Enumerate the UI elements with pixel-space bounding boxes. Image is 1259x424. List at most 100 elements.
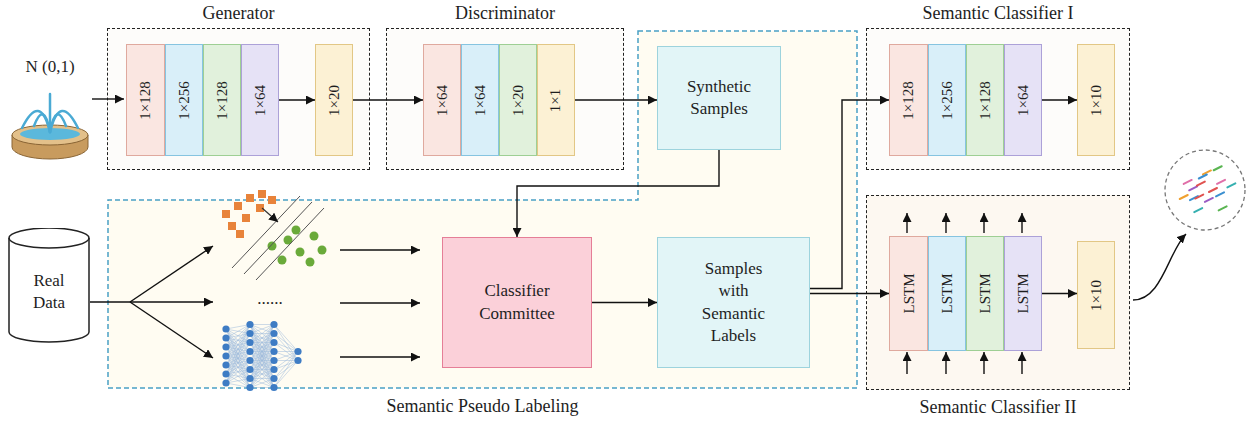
network-link — [250, 343, 274, 379]
network-link — [226, 343, 250, 348]
box-label: Samples with Semantic Labels — [689, 258, 779, 346]
network-unit — [246, 348, 253, 355]
network-link — [274, 352, 298, 379]
fountain-rim — [12, 125, 88, 145]
lstm-output-arrow — [1021, 213, 1022, 233]
network-link — [250, 378, 274, 379]
class-dot — [296, 248, 305, 257]
class-dot — [268, 242, 277, 251]
network-link — [226, 334, 250, 339]
flow-arrow — [517, 150, 719, 237]
layer-box: 1×10 — [1077, 241, 1115, 349]
network-link — [226, 370, 250, 375]
layer-box: 1×1 — [537, 44, 575, 156]
network-link — [226, 343, 250, 357]
network-link — [226, 356, 250, 370]
cluster-mark — [1199, 175, 1207, 179]
network-unit — [270, 384, 277, 391]
network-link — [250, 361, 274, 388]
water-jet — [22, 111, 50, 132]
network-link — [250, 325, 274, 379]
network-link — [226, 379, 250, 384]
layer-box: 1×256 — [928, 44, 966, 156]
network-unit — [270, 339, 277, 346]
cluster-mark — [1209, 188, 1217, 192]
network-link — [250, 325, 274, 370]
layer-box: 1×64 — [1004, 44, 1042, 156]
network-link — [250, 334, 274, 343]
network-link — [226, 338, 250, 361]
cluster-mark — [1227, 183, 1235, 187]
network-link — [250, 361, 274, 379]
network-link — [250, 325, 274, 388]
network-link — [226, 325, 250, 357]
class-square — [246, 194, 254, 202]
layer-size: 1×128 — [137, 81, 154, 119]
network-link — [226, 352, 250, 375]
network-unit — [246, 366, 253, 373]
fountain-basin — [12, 135, 88, 159]
network-link — [226, 365, 250, 379]
class-square — [236, 230, 244, 238]
network-link — [226, 329, 250, 343]
layer-size: 1×128 — [214, 81, 231, 119]
network-link — [226, 347, 250, 388]
network-link — [250, 361, 274, 370]
scatter-icon — [222, 190, 327, 280]
network-link — [250, 325, 274, 361]
network-link — [226, 329, 250, 370]
network-link — [250, 370, 274, 379]
cylinder-rim — [9, 238, 89, 248]
label-holder: N (0,1) — [0, 57, 110, 77]
network-link — [226, 365, 250, 388]
class-dot — [306, 258, 315, 267]
network-link — [226, 347, 250, 361]
network-link — [250, 351, 274, 352]
network-link — [226, 356, 250, 379]
layer-size: 1×10 — [1088, 280, 1105, 311]
network-unit — [270, 330, 277, 337]
network-link — [274, 334, 298, 361]
network-unit — [246, 321, 253, 328]
network-unit — [222, 352, 229, 359]
network-link — [250, 334, 274, 361]
cluster-mark — [1203, 170, 1211, 174]
network-link — [250, 361, 274, 388]
network-unit — [294, 357, 301, 364]
network-link — [250, 325, 274, 379]
network-link — [250, 370, 274, 388]
network-link — [274, 361, 298, 388]
shift-arrow — [262, 208, 278, 222]
network-link — [226, 334, 250, 366]
network-link — [226, 325, 250, 375]
network-link — [226, 352, 250, 384]
label-holder: ...... — [210, 289, 330, 309]
class-square — [268, 196, 276, 204]
class-dot — [292, 226, 301, 235]
flow-arrow — [810, 100, 889, 289]
network-unit — [270, 366, 277, 373]
layer-box: 1×10 — [1077, 44, 1115, 156]
layer-box: 1×20 — [315, 44, 353, 156]
layer-group: Discriminator1×641×641×201×1 — [386, 28, 624, 170]
class-dot — [318, 246, 327, 255]
network-unit — [270, 357, 277, 364]
class-dot — [284, 236, 293, 245]
model-arrow — [340, 356, 420, 357]
network-link — [250, 325, 274, 352]
cluster-mark — [1205, 198, 1213, 202]
lstm-input-arrow — [906, 352, 907, 374]
network-link — [250, 379, 274, 388]
cluster-mark — [1194, 208, 1202, 212]
group-title: Semantic Classifier II — [920, 397, 1077, 417]
layer-box: 1×20 — [499, 44, 537, 156]
network-link — [250, 324, 274, 325]
network-link — [226, 370, 250, 384]
network-unit — [222, 334, 229, 341]
network-unit — [246, 339, 253, 346]
network-link — [226, 329, 250, 352]
noise-arrow — [92, 98, 124, 99]
layer-box: LSTM — [966, 236, 1004, 351]
